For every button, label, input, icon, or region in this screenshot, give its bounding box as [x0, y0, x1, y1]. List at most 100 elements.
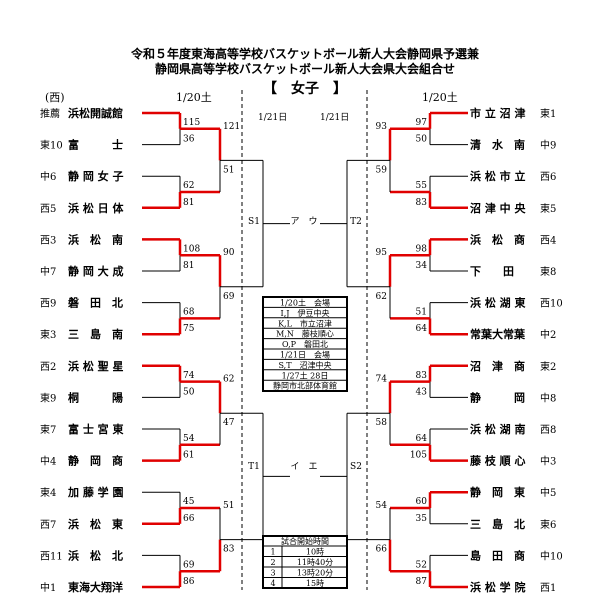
left-team-name: 浜 松 聖 星	[68, 359, 124, 373]
left-team-name: 東海大翔洋	[68, 580, 123, 594]
right-team-seed: 西6	[540, 172, 556, 183]
right-r1-score: 98	[416, 244, 428, 254]
right-r1-score: 64	[416, 434, 428, 444]
left-r1-score: 81	[183, 261, 194, 271]
right-r1-score: 87	[416, 577, 428, 587]
left-team-seed: 西2	[40, 362, 56, 373]
time-row-no: 4	[270, 579, 275, 588]
right-r2-score: 59	[376, 165, 388, 175]
right-team-name: 浜 松 湖 南	[470, 422, 526, 436]
left-team-seed: 中1	[40, 581, 56, 594]
right-team-name: 三 島 北	[470, 517, 525, 531]
left-r1-score: 81	[183, 198, 194, 208]
left-r1-score: 45	[183, 497, 195, 507]
right-team-seed: 東5	[540, 202, 556, 215]
title-line2: 静岡県高等学校バスケットボール新人大会県大会組合せ	[155, 61, 455, 76]
left-r2-score: 47	[223, 418, 235, 428]
time-row-time: 11時40分	[297, 558, 333, 567]
left-r2-score: 69	[223, 292, 235, 302]
left-team-name: 静 岡 商	[68, 454, 123, 468]
right-r1-score: 35	[416, 514, 428, 524]
left-team-seed: 東9	[40, 391, 56, 404]
title-line1: 令和５年度東海高等学校バスケットボール新人大会静岡県予選兼	[130, 46, 480, 61]
right-team-seed: 西8	[540, 425, 556, 436]
right-team-seed: 西1	[540, 583, 556, 594]
left-team-name: 静 岡 女 子	[68, 169, 124, 183]
venue-row-text: O,P 磐田北	[282, 339, 328, 349]
left-team-name: 富 士	[68, 138, 123, 152]
label-s1: S1	[248, 217, 260, 227]
left-r1-score: 86	[183, 577, 195, 587]
left-r1-score: 62	[183, 181, 194, 191]
right-team-seed: 東8	[540, 265, 556, 278]
left-team-name: 浜 松 南	[68, 232, 123, 246]
left-r2-score: 83	[223, 545, 235, 555]
left-team-seed: 推薦	[40, 107, 60, 120]
time-box-header: 試合開始時間	[281, 536, 329, 546]
right-team-seed: 中2	[540, 328, 556, 341]
left-team-seed: 西7	[40, 520, 56, 531]
left-team-seed: 東7	[40, 423, 56, 436]
right-r2-score: 66	[376, 545, 388, 555]
venue-row-text: S,T 沼津中央	[278, 360, 331, 370]
right-team-name: 浜 松 湖 東	[470, 296, 526, 310]
left-team-seed: 中6	[40, 170, 56, 183]
right-team-seed: 中3	[540, 455, 556, 468]
right-r1-score: 64	[416, 324, 428, 334]
left-r2-score: 51	[223, 501, 234, 511]
right-r1-score: 105	[410, 451, 427, 461]
right-team-seed: 東6	[540, 518, 556, 531]
date-round2-right: 1/21日	[320, 112, 349, 123]
left-r2-score: 51	[223, 165, 234, 175]
venue-row-text: K,L 市立沼津	[278, 318, 332, 328]
right-r1-score: 83	[416, 371, 428, 381]
left-team-seed: 東3	[40, 328, 56, 341]
label-s2: S2	[350, 462, 362, 472]
right-team-name: 静 岡 東	[470, 485, 526, 499]
left-team-seed: 西5	[40, 204, 56, 215]
right-team-seed: 東1	[540, 107, 556, 120]
venue-row-text: M,N 藤枝順心	[276, 329, 334, 339]
left-r1-score: 75	[183, 324, 195, 334]
right-team-name: 藤 枝 順 心	[470, 454, 526, 468]
right-team-name: 常葉大常葉	[470, 327, 526, 341]
left-team-name: 浜 松 日 体	[68, 201, 124, 215]
left-team-name: 桐 陽	[68, 390, 123, 404]
time-row-time: 15時	[306, 579, 324, 588]
right-r1-score: 52	[416, 560, 427, 570]
right-team-seed: 中9	[540, 139, 556, 152]
time-row-no: 2	[270, 558, 275, 567]
category-label: 【 女子 】	[263, 80, 347, 97]
venue-row-text: 1/20土 会場	[280, 298, 330, 308]
right-r1-score: 43	[416, 387, 428, 397]
right-team-name: 沼 津 中 央	[470, 201, 526, 215]
left-r2-score: 62	[223, 375, 234, 385]
right-team-seed: 中10	[540, 549, 563, 562]
left-team-name: 富 士 宮 東	[68, 422, 124, 436]
left-r1-score: 74	[183, 371, 195, 381]
left-team-seed: 東4	[40, 486, 56, 499]
right-team-seed: 中8	[540, 391, 556, 404]
left-team-name: 三 島 南	[68, 327, 123, 341]
left-r1-score: 61	[183, 451, 194, 461]
right-team-name: 浜 松 学 院	[470, 580, 526, 594]
time-row-time: 10時	[306, 548, 324, 557]
right-team-list: 市 立 沼 津東1清 水 南中9浜 松 市 立西6沼 津 中 央東5浜 松 商西…	[470, 106, 563, 594]
right-r2-score: 74	[376, 375, 388, 385]
left-team-seed: 中7	[40, 265, 56, 278]
bracket-lines	[142, 111, 468, 589]
left-team-name: 加 藤 学 園	[67, 485, 124, 499]
left-r2-score: 90	[223, 248, 235, 258]
label-top-mid: ア ウ	[290, 216, 317, 227]
venue-row-text: I,J 伊豆中央	[281, 308, 330, 318]
left-team-name: 浜松開誠館	[68, 106, 123, 120]
left-r2-score: 121	[223, 122, 240, 132]
right-team-name: 沼 津 商	[470, 359, 525, 373]
right-team-seed: 東2	[540, 360, 556, 373]
right-team-name: 浜 松 市 立	[470, 169, 526, 183]
right-r2-score: 58	[376, 418, 388, 428]
time-row-no: 3	[270, 569, 275, 578]
